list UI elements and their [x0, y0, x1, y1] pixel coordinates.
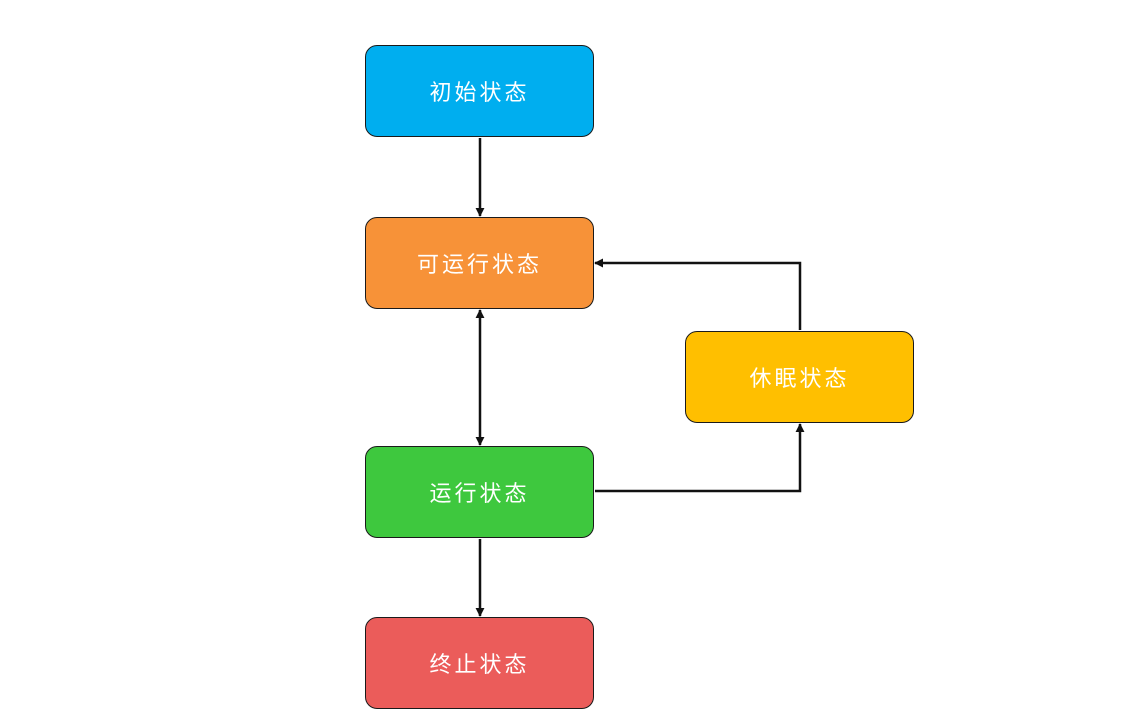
node-sleeping-label: 休眠状态 [749, 367, 850, 392]
node-runnable-label: 可运行状态 [416, 253, 542, 278]
edge-running-to-sleeping [595, 423, 805, 493]
node-running-state: 运行状态 [365, 446, 594, 538]
node-initial-state: 初始状态 [365, 45, 594, 137]
node-terminated-label: 终止状态 [429, 653, 530, 678]
node-initial-label: 初始状态 [429, 81, 530, 106]
node-running-label: 运行状态 [429, 482, 530, 507]
edge-sleeping-to-runnable [594, 258, 802, 330]
node-sleeping-state: 休眠状态 [685, 331, 914, 423]
node-terminated-state: 终止状态 [365, 617, 594, 709]
node-runnable-state: 可运行状态 [365, 217, 594, 309]
